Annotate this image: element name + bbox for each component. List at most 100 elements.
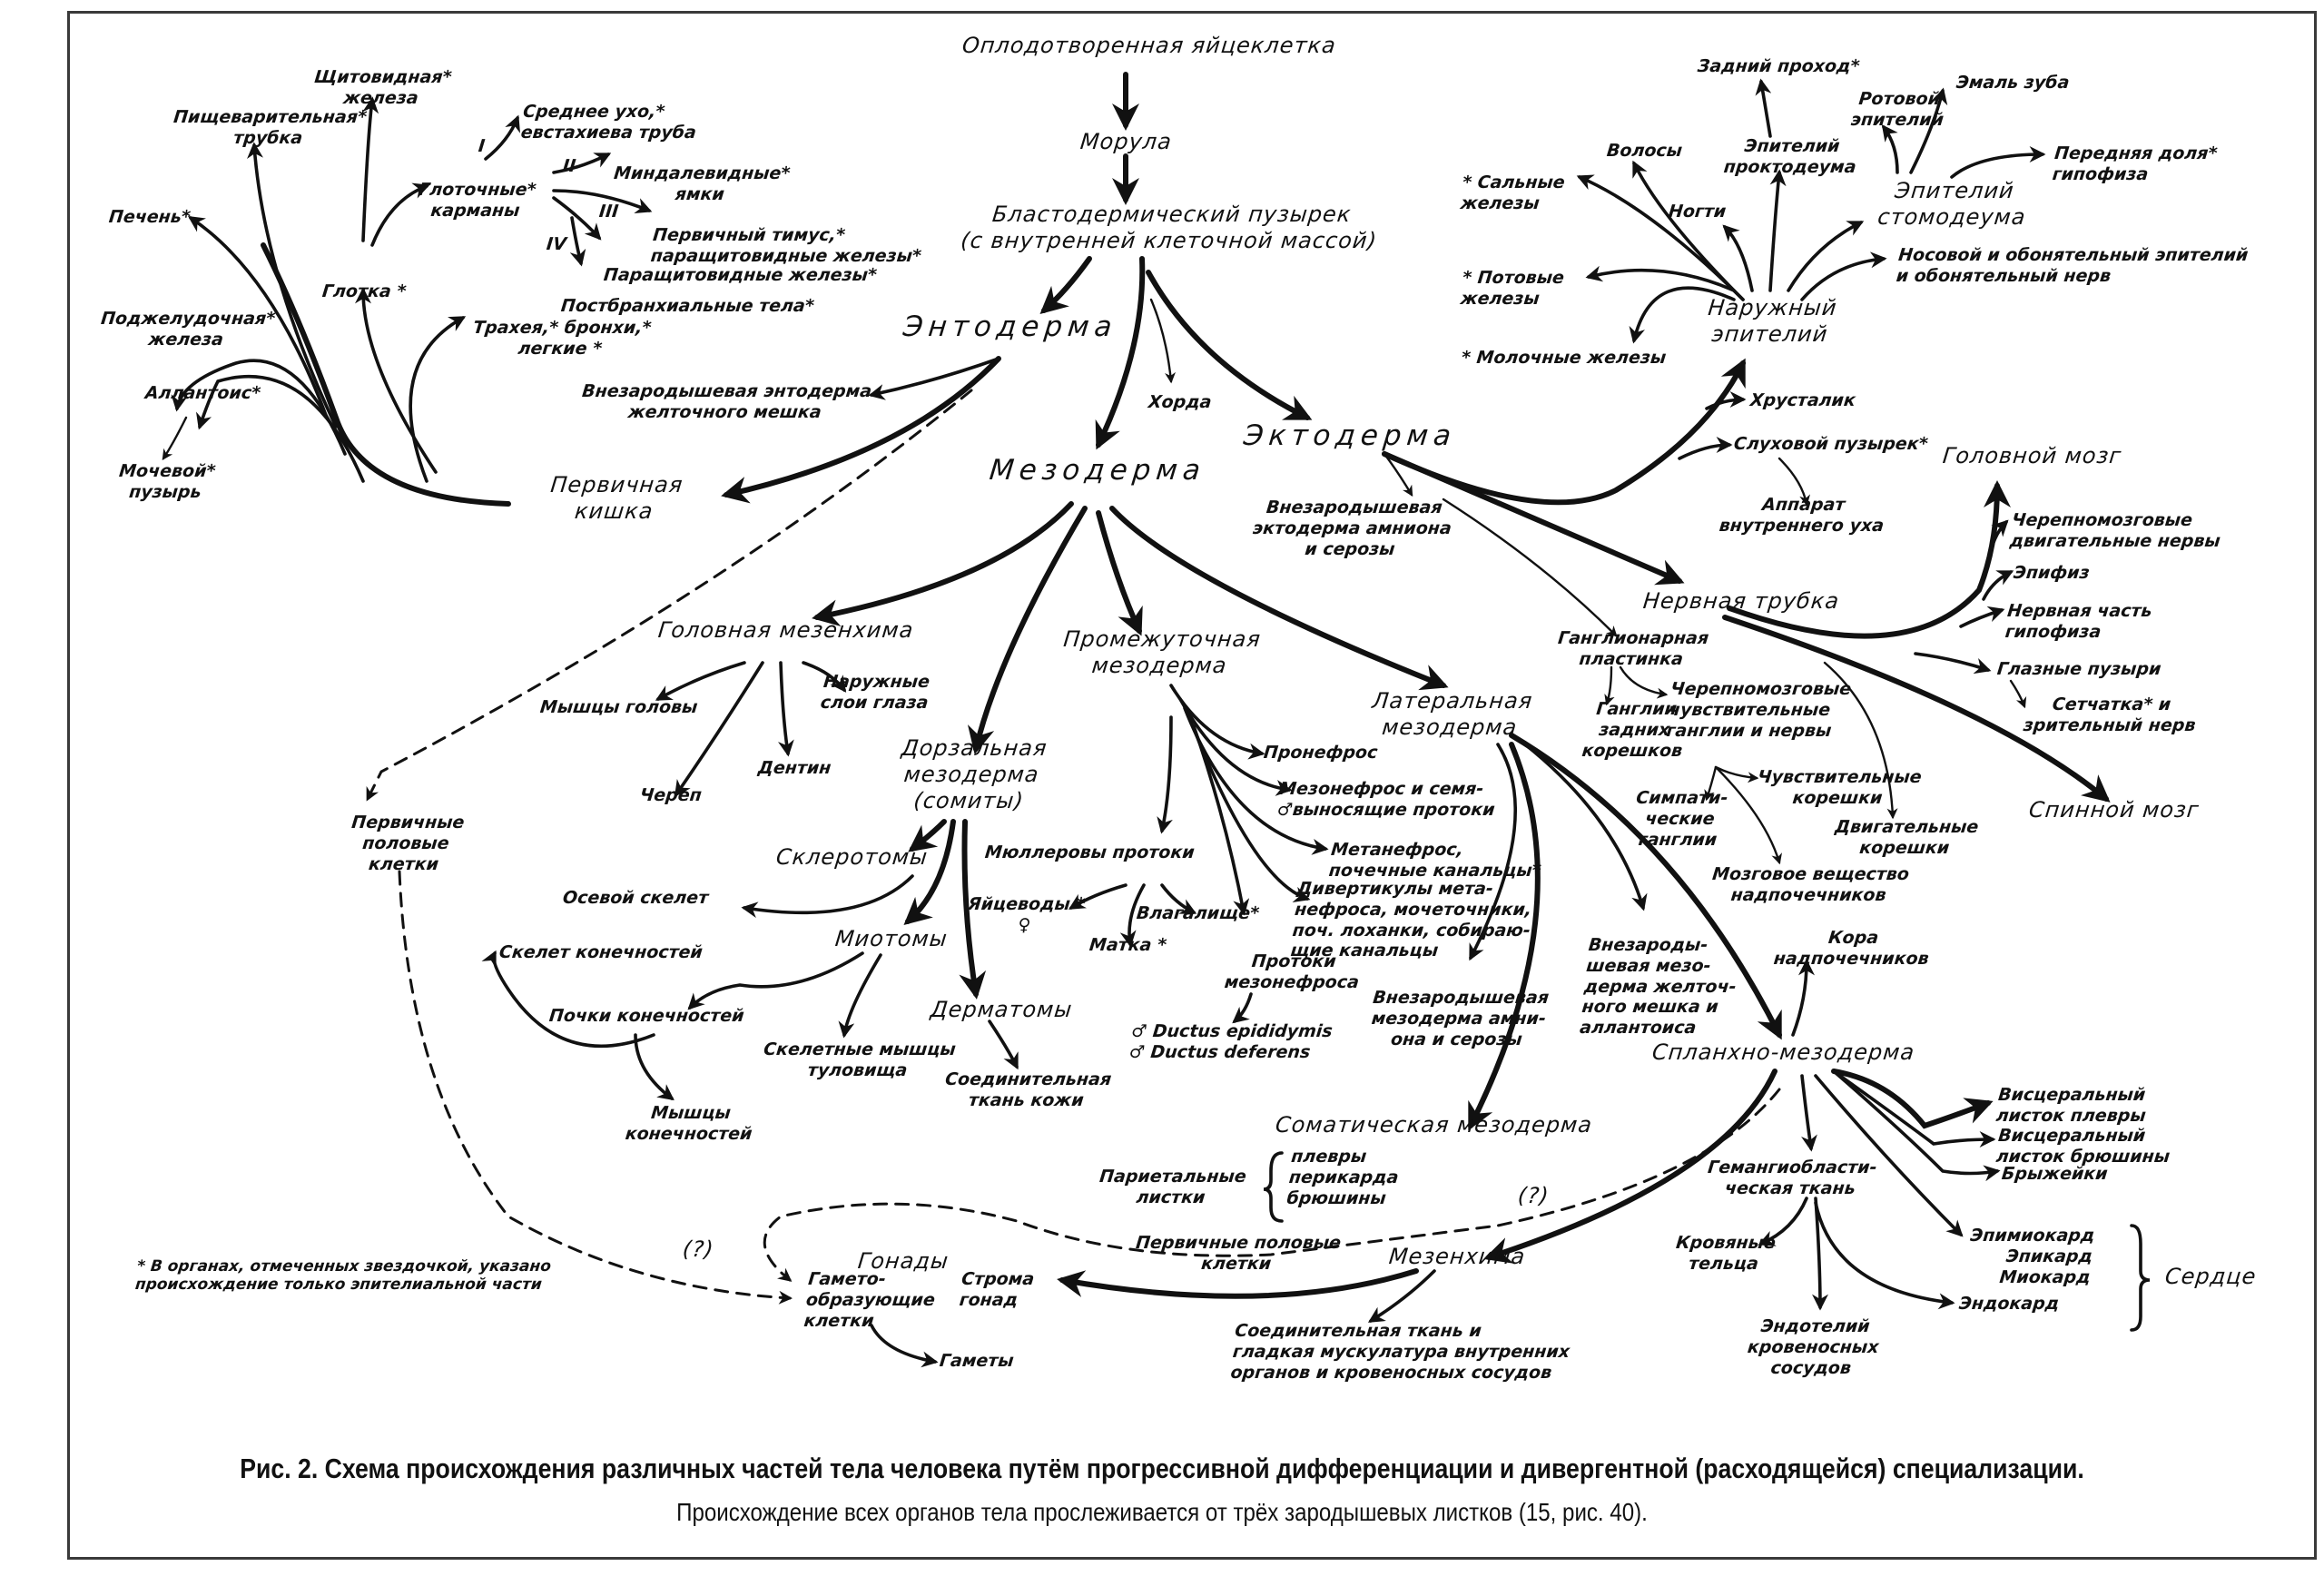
node-sensory-roots: Чувствительные корешки — [1757, 767, 1923, 808]
node-inner-ear: Аппарат внутреннего уха — [1718, 495, 1886, 536]
edge-drg-symp — [1704, 765, 1718, 802]
edge-spl-mesentery — [1832, 1069, 2001, 1182]
edge-oe-sebaceous — [1576, 174, 1745, 301]
node-middle-ear: Среднее ухо,* евстахиева труба — [519, 102, 698, 143]
node-germ-cells-left: Первичные половые клетки — [350, 813, 466, 874]
edge-mesoducts-epididymis — [1232, 992, 1253, 1024]
node-dermis: Соединительная ткань кожи — [944, 1069, 1113, 1110]
edge-gut-pharynx — [261, 242, 511, 507]
edge-dorsal-dermatomes — [959, 819, 987, 1000]
edge-ectoderm-neural-crest — [1442, 497, 1618, 637]
node-extra-ectoderm: Внезародышевая эктодерма амниона и сероз… — [1251, 497, 1453, 559]
node-endoderm: Энтодерма — [901, 310, 1119, 343]
node-cranial-motor: Черепномозговые двигательные нервы — [2008, 510, 2221, 551]
edge-limbbuds-muscles — [634, 1033, 675, 1101]
edge-otic — [1678, 437, 1733, 460]
node-thymus: Первичный тимус,* паращитовидные железы* — [649, 225, 922, 266]
node-sclerotomes: Склеротомы — [774, 844, 930, 870]
node-optic-vesicles: Глазные пузыри — [1995, 659, 2162, 679]
node-neural-crest: Ганглионарная пластинка — [1557, 628, 1710, 669]
edge-crest-cranial — [1619, 665, 1669, 699]
node-somatic: Соматическая мезодерма — [1274, 1112, 1594, 1138]
node-ureteric: Дивертикулы мета- нефроса, мочеточники, … — [1289, 879, 1533, 961]
node-zygote: Оплодотворенная яйцеклетка — [960, 33, 1338, 58]
edge-meso-dorsal — [967, 506, 1088, 754]
edge-scler-axial — [741, 874, 914, 919]
node-oviducts: Яйцеводы * ♀ — [967, 894, 1087, 935]
edge-muller-vagina — [1160, 883, 1197, 914]
node-visceral-pleura: Висцеральный листок плевры — [1994, 1085, 2147, 1126]
edge-lens — [1705, 391, 1747, 410]
node-mesonephros: Мезонефрос и семя- ♂выносящие протоки — [1275, 779, 1496, 820]
edge-int-pronephros — [1169, 684, 1265, 760]
node-liver: Печень* — [107, 207, 192, 227]
node-neural-tube: Нервная трубка — [1641, 588, 1841, 614]
node-otic-vesicle: Слуховой пузырек* — [1732, 434, 1929, 454]
edge-head-eye — [802, 661, 847, 693]
node-epimyocardium: Эпимиокард Эпикард Миокард — [1969, 1226, 2096, 1287]
bracket-heart — [2130, 1224, 2151, 1332]
node-blood-cells: Кровяные тельца — [1675, 1233, 1777, 1274]
edge-nt-spinal — [1722, 615, 2111, 803]
edge-crest-drg — [1604, 665, 1615, 706]
node-adrenal-cortex: Кора надпочечников — [1772, 928, 1930, 969]
node-lens: Хрусталик — [1748, 390, 1857, 410]
edge-int-muller — [1157, 715, 1173, 834]
node-nails: Ногти — [1667, 202, 1728, 222]
edge-derm-dermis — [988, 1019, 1019, 1070]
node-uterus: Матка * — [1088, 935, 1168, 955]
node-ant-pituitary: Передняя доля* гипофиза — [2051, 143, 2219, 184]
node-dentin: Дентин — [756, 758, 832, 778]
node-endothelium: Эндотелий кровеносных сосудов — [1746, 1316, 1880, 1378]
node-trunk-muscles: Скелетные мышцы туловища — [763, 1039, 957, 1080]
node-metanephros: Метанефрос, почечные канальцы* — [1327, 840, 1542, 881]
node-retina: Сетчатка* и зрительный нерв — [2022, 694, 2197, 735]
edge-epiphysis — [1982, 570, 2014, 601]
edge-spl-pleura — [1831, 1069, 1994, 1129]
edge-stomodeum-enamel — [1909, 87, 1948, 174]
edge-ectoderm-extra — [1383, 452, 1413, 497]
node-blastocyst: Бластодермический пузырек (с внутренней … — [960, 202, 1379, 253]
edge-muller-oviducts — [1068, 883, 1128, 910]
edge-gut-trachea — [409, 316, 467, 483]
node-sympathetic: Симпати- ческие ганглии — [1635, 788, 1729, 850]
node-splanchnic: Спланхно-мезодерма — [1650, 1039, 1916, 1065]
node-myotomes: Миотомы — [833, 926, 950, 951]
node-mesentery: Брыжейки — [2000, 1164, 2109, 1184]
node-extra-meso-amnion: Внезародышевая мезодерма амни- она и сер… — [1370, 988, 1551, 1049]
node-tonsils: Миндалевидные* ямки — [613, 163, 792, 204]
node-gonad-stroma: Строма гонад — [958, 1269, 1036, 1310]
node-pancreas: Поджелудочная* железа — [100, 309, 277, 350]
node-sweat: * Потовые железы — [1459, 268, 1566, 309]
edge-blastocyst-mesoderm — [1095, 256, 1146, 450]
edge-myo-trunk — [838, 953, 882, 1039]
edge-mes-connective — [1367, 1269, 1436, 1323]
node-gametes: Гаметы — [938, 1351, 1015, 1371]
node-stomodeum: Эпителий стомодеума — [1876, 178, 2028, 230]
node-head-mesenchyme: Головная мезенхима — [656, 617, 915, 643]
edge-lat-somatic — [1468, 742, 1541, 1131]
node-mesoderm: Мезодерма — [988, 454, 1207, 487]
edge-mes-stroma — [1057, 1268, 1419, 1299]
node-allantois: Аллантоис* — [143, 383, 262, 403]
edge-lat-yolk — [1523, 743, 1648, 911]
node-parathyroid: Паращитовидные железы* — [602, 265, 878, 285]
node-vagina: Влагалище* — [1135, 903, 1261, 923]
node-muller: Мюллеровы протоки — [983, 842, 1196, 862]
edge-neurohypophysis — [1959, 606, 2005, 628]
edge-head-muscles — [655, 661, 746, 701]
node-skull: Череп — [638, 785, 704, 805]
edge-spl-peritoneum — [1832, 1069, 1996, 1148]
node-gametogenic: Гамето- образующие клетки — [803, 1269, 937, 1331]
node-adrenal-medulla: Мозговое вещество надпочечников — [1711, 864, 1911, 905]
node-parietal-items: плевры перикарда брюшины — [1285, 1147, 1400, 1208]
edge-lat-splanchnic — [1509, 733, 1782, 1040]
node-oral-epithelium: Ротовой эпителий — [1849, 89, 1945, 130]
node-epididymis: ♂ Ductus epididymis ♂ Ductus deferens — [1128, 1021, 1334, 1062]
edge-lat-amnion — [1469, 743, 1517, 961]
edge-head-skull — [674, 661, 764, 797]
edge-limbbuds-skeleton — [481, 950, 655, 1049]
figure-frame — [67, 11, 2317, 1560]
edge-blastocyst-notochord — [1149, 298, 1177, 384]
